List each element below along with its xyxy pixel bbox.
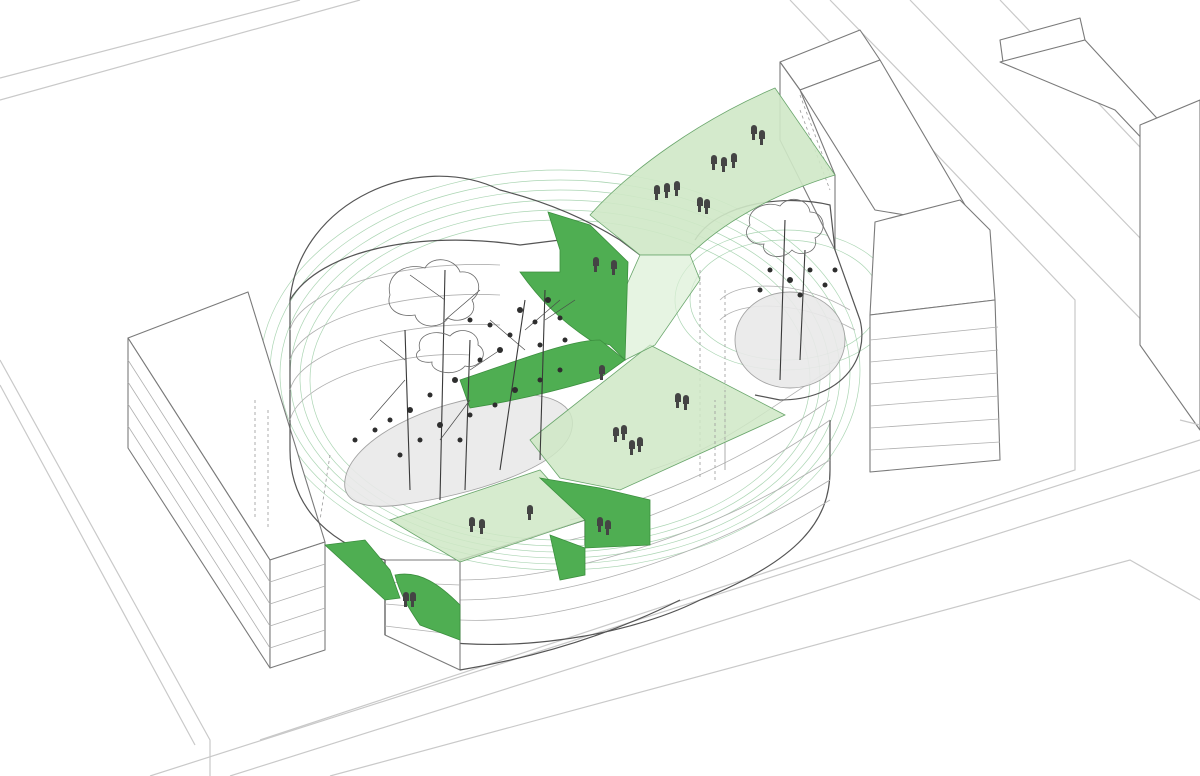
east-floor-2 — [869, 349, 999, 363]
east-floor-5 — [869, 418, 1000, 429]
west-ramp — [324, 539, 401, 601]
street-line-south-1 — [149, 439, 1200, 776]
east-floor-6 — [869, 441, 1001, 451]
structure-dashes — [254, 390, 726, 530]
east-tree-trunk-2 — [799, 249, 806, 361]
central-column-dashes — [714, 390, 726, 480]
ring-floor-3 — [289, 324, 501, 391]
tree-trunk-2 — [499, 299, 526, 471]
ring-inner-top — [289, 239, 561, 301]
people-ramp-top — [593, 257, 617, 380]
west-floor-2 — [127, 381, 271, 605]
courtyard-tree-cluster — [352, 259, 576, 501]
east-tree-leaves — [757, 267, 838, 298]
street-line-west-2 — [0, 384, 196, 746]
people — [403, 125, 765, 607]
street-line-south-2 — [229, 469, 1200, 776]
east-courtyard-pool — [734, 291, 846, 389]
central-roof-terrace — [529, 344, 786, 491]
south-ramp-side — [549, 534, 586, 581]
west-ramp-dashes — [254, 400, 269, 530]
tree-trunk-1 — [439, 269, 446, 501]
street-line-north-1 — [0, 0, 301, 79]
ring-floor-1 — [289, 264, 501, 331]
tree-trunk-3 — [539, 289, 546, 461]
ring-floor-7 — [459, 499, 831, 621]
south-ramp-lower — [394, 573, 461, 641]
central-link-plane — [619, 254, 701, 361]
people-central-terrace — [613, 393, 689, 455]
west-core-dash — [319, 454, 331, 521]
ring-south-outer — [384, 420, 831, 646]
ring-floor-6 — [459, 459, 831, 581]
green-roof-planes — [389, 87, 836, 563]
water-features — [344, 291, 846, 507]
south-block-base — [459, 599, 681, 671]
east-courtyard-tree — [746, 198, 838, 381]
north-roof-garden — [589, 87, 836, 256]
east-block-front — [869, 299, 1001, 473]
east-floor-3 — [869, 372, 999, 385]
ring-outer-top — [289, 175, 641, 301]
east-floor-1 — [869, 326, 999, 341]
street-line-east-5 — [1179, 419, 1200, 426]
south-ramp — [538, 477, 651, 549]
west-floor-3 — [127, 403, 271, 627]
east-tree-trunk — [779, 219, 786, 381]
east-floor-4 — [869, 395, 1000, 407]
people-north-roof — [654, 125, 765, 214]
east-court-floor-1 — [719, 285, 851, 311]
tree-leaves — [352, 297, 568, 458]
west-floor-4 — [127, 425, 271, 649]
west-side-floors — [269, 563, 326, 649]
west-block-side — [269, 541, 326, 669]
east-tree-canopy — [746, 198, 824, 257]
east-block-top — [869, 199, 996, 316]
ring-floor-5 — [459, 479, 831, 601]
people-south-terrace — [469, 505, 611, 535]
street-line-south-3 — [329, 559, 1200, 776]
ring-floor-2 — [289, 294, 501, 361]
street-line-east-2 — [829, 0, 1200, 381]
central-vertical-ramp — [519, 211, 629, 361]
west-block — [127, 291, 326, 669]
street-line-west-1 — [0, 359, 211, 776]
east-block — [869, 199, 1001, 473]
context-block-ne-2 — [999, 39, 1200, 201]
people-west-ramp — [403, 592, 416, 607]
west-floor-1 — [127, 359, 271, 583]
context-block-ne-3 — [1139, 99, 1200, 431]
street-line-north-2 — [0, 0, 361, 101]
